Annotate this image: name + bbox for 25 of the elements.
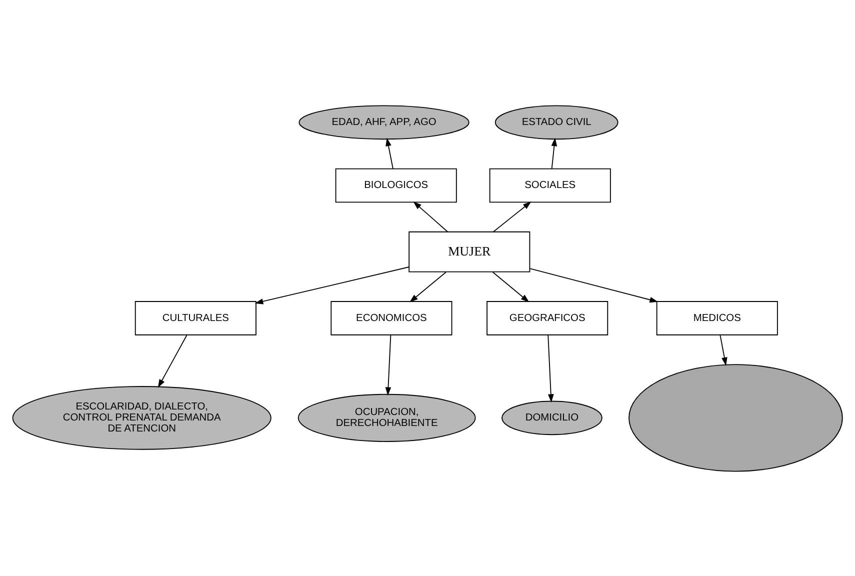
node-ellipse: OCUPACION, DERECHOHABIENTE [298, 393, 476, 442]
arrow [386, 137, 394, 169]
arrow [492, 201, 532, 232]
node-box: BIOLOGICOS [335, 168, 457, 202]
arrow [720, 334, 728, 366]
arrow [413, 200, 448, 232]
arrow [254, 266, 410, 304]
arrow [530, 268, 658, 302]
node-box: MEDICOS [656, 300, 778, 335]
node-box: CULTURALES [134, 300, 256, 335]
arrow [492, 271, 530, 302]
arrow [548, 334, 554, 402]
node-box: GEOGRAFICOS [486, 300, 608, 335]
node-ellipse: ESTADO CIVIL [494, 104, 618, 140]
node-box: ECONOMICOS [330, 300, 452, 335]
node-box: SOCIALES [489, 168, 611, 202]
arrow [551, 137, 558, 169]
arrow [158, 334, 188, 388]
node-ellipse: DOMICILIO [502, 400, 602, 435]
node-ellipse [628, 364, 843, 472]
arrow [385, 334, 392, 396]
node-ellipse: EDAD, AHF, APP, AGO [298, 104, 470, 140]
node-box: MUJER [408, 230, 530, 272]
node-ellipse: ESCOLARIDAD, DIALECTO, CONTROL PRENATAL DEMANDA DE ATENCION [12, 386, 272, 450]
arrow [410, 271, 446, 302]
